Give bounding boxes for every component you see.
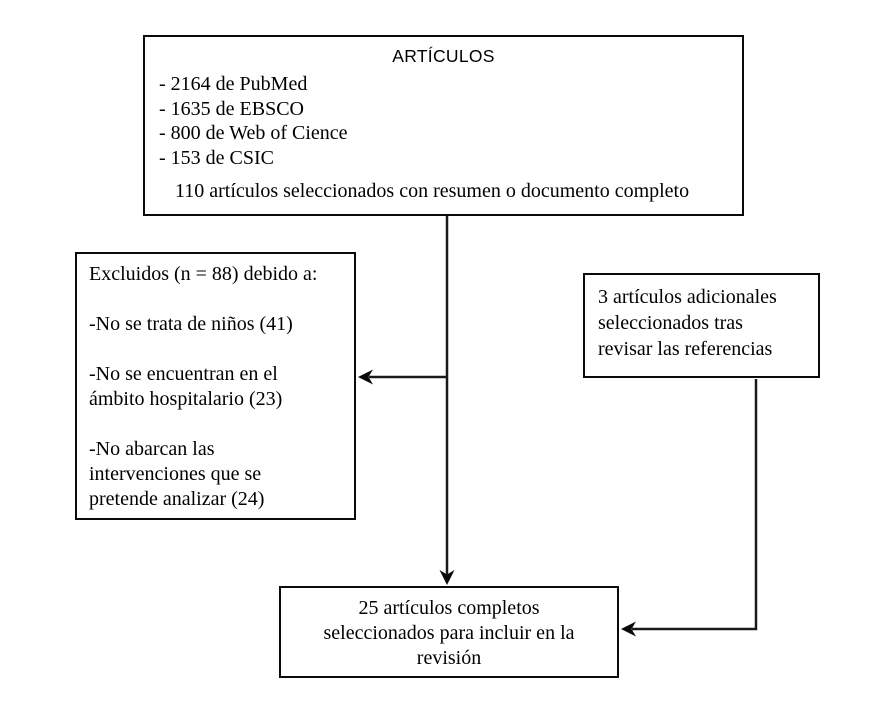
source-item-web-of-cience: - 800 de Web of Cience	[159, 122, 348, 144]
articles-selected-summary: 110 artículos seleccionados con resumen …	[175, 180, 690, 202]
excluded-box-title: Excluidos (n = 88) debido a:	[89, 263, 318, 285]
arrowhead-left-excluded	[358, 369, 373, 385]
connector-additional-to-final	[632, 379, 758, 631]
articles-box-title: ARTÍCULOS	[392, 46, 495, 66]
additional-articles-box: 3 artículos adicionales seleccionados tr…	[583, 273, 820, 378]
source-item-ebsco: - 1635 de EBSCO	[159, 97, 304, 120]
excluded-reason-ambito: -No se encuentran en el ámbito hospitala…	[89, 363, 283, 410]
excluded-box: Excluidos (n = 88) debido a: -No se trat…	[75, 252, 356, 520]
arrowhead-left-final	[621, 621, 636, 637]
arrowhead-down-final	[439, 570, 455, 585]
source-item-csic: - 153 de CSIC	[159, 146, 274, 169]
excluded-reason-ninos: -No se trata de niños (41)	[89, 313, 293, 335]
final-selection-box: 25 artículos completos seleccionados par…	[279, 586, 619, 678]
source-item-pubmed: - 2164 de PubMed	[159, 73, 308, 95]
articles-box: ARTÍCULOS - 2164 de PubMed - 1635 de EBS…	[143, 35, 744, 216]
excluded-reason-intervenciones: -No abarcan las intervenciones que se pr…	[89, 438, 265, 510]
articles-source-list: - 2164 de PubMed - 1635 de EBSCO - 800 d…	[145, 72, 742, 170]
